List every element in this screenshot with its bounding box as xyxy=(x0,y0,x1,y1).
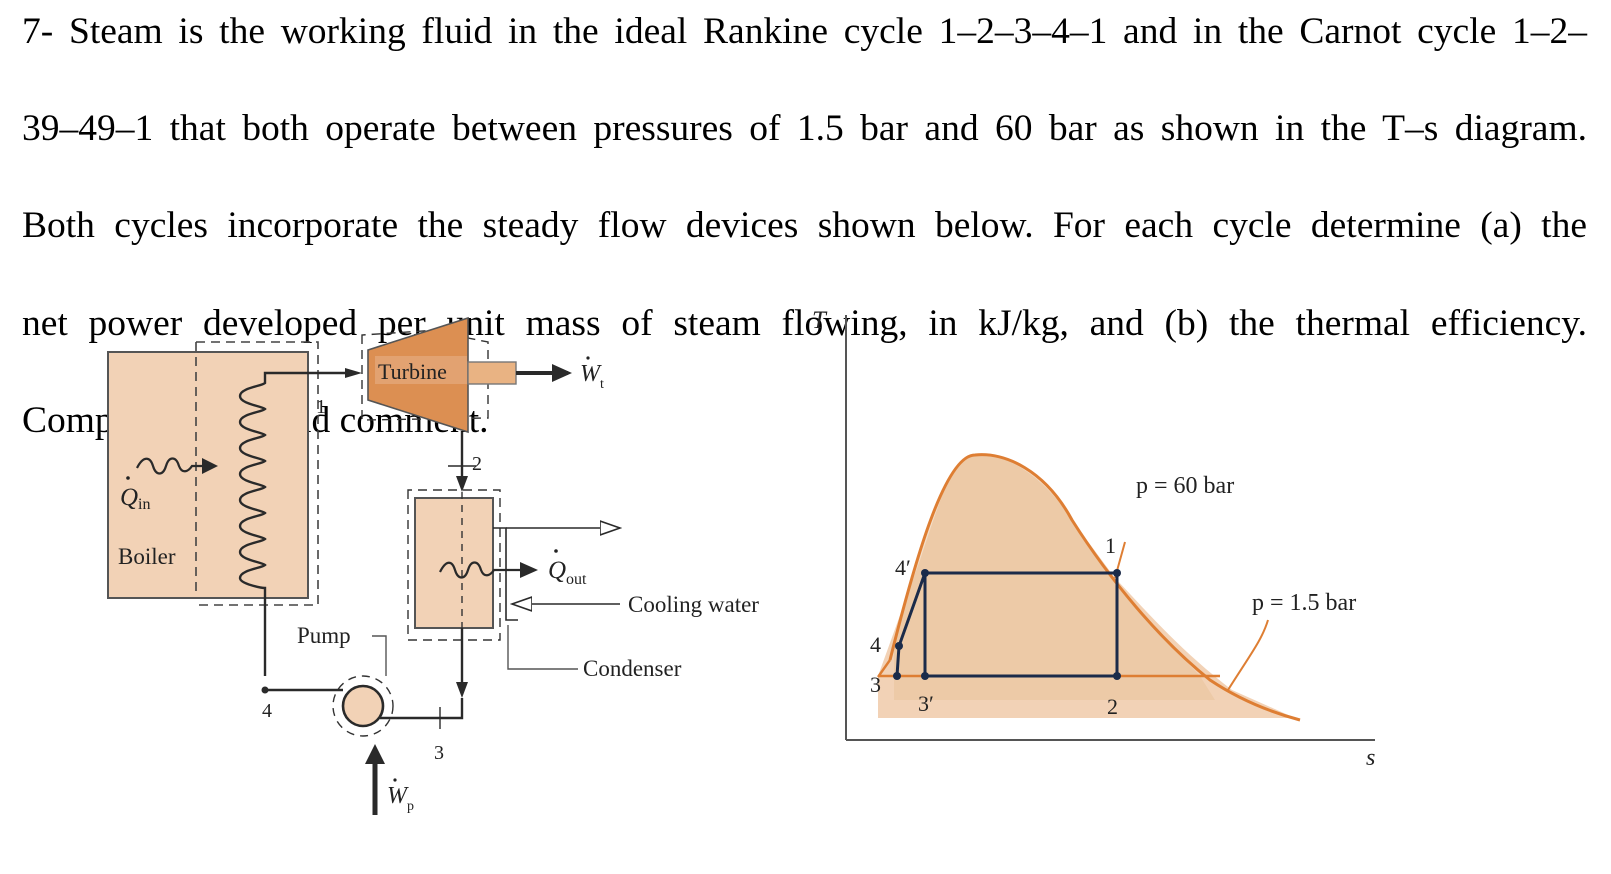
boiler-box xyxy=(107,351,309,599)
ts-label-3: 3 xyxy=(870,672,881,697)
point-1 xyxy=(1113,569,1121,577)
ts-label-4: 4 xyxy=(870,632,881,657)
cycle-schematic: 1 Q in Boiler Turbine W t 2 Q out xyxy=(107,316,759,815)
wt-arrow xyxy=(552,364,572,382)
state-1-label: 1 xyxy=(316,396,326,418)
problem-line-4: net power developed per unit mass of ste… xyxy=(22,302,1587,344)
problem-line-2: 39–49–1 that both operate between pressu… xyxy=(22,108,1587,150)
t-axis-label: T xyxy=(812,307,828,334)
s-axis-label: s xyxy=(1366,745,1375,771)
wp-label: W xyxy=(387,783,409,809)
ts-label-1: 1 xyxy=(1105,533,1116,558)
point-4prime xyxy=(921,569,929,577)
wt-subscript: t xyxy=(600,377,604,392)
point-3prime xyxy=(921,672,929,680)
condenser-control-volume xyxy=(407,489,501,641)
pressure-high-label: p = 60 bar xyxy=(1136,473,1234,499)
state-4-label: 4 xyxy=(262,700,272,722)
state-3-label: 3 xyxy=(434,742,444,764)
boiler-control-volume xyxy=(195,341,319,606)
boiler-label: Boiler xyxy=(118,544,176,569)
wt-label: W xyxy=(580,361,602,387)
ts-label-2: 2 xyxy=(1107,694,1118,719)
boiler-coil xyxy=(238,371,355,676)
ts-label-3prime: 3′ xyxy=(918,691,934,716)
condenser-label: Condenser xyxy=(583,656,682,681)
point-3 xyxy=(893,672,901,680)
qout-arrow xyxy=(439,561,522,579)
condenser-box xyxy=(414,497,494,629)
qout-label: Q xyxy=(548,557,566,584)
ts-label-4prime: 4′ xyxy=(895,555,911,580)
qin-arrow xyxy=(136,457,206,475)
pump-body xyxy=(341,684,385,728)
pressure-low-label: p = 1.5 bar xyxy=(1252,590,1356,616)
qin-label: Q xyxy=(120,484,138,511)
turbine-label: Turbine xyxy=(378,359,447,384)
ts-diagram: T s 1 2 3 4 3′ 4′ p = 60 bar p = 1.5 bar xyxy=(812,307,1375,771)
vapor-dome-fill xyxy=(894,454,1215,700)
state-2-label: 2 xyxy=(472,453,482,475)
flow-arrow-to-turbine xyxy=(345,368,362,378)
qin-subscript: in xyxy=(138,496,150,513)
wp-arrow xyxy=(365,744,385,764)
problem-line-3: Both cycles incorporate the steady flow … xyxy=(22,205,1587,247)
saturation-dome xyxy=(888,453,1301,722)
point-4 xyxy=(895,642,903,650)
pump-label: Pump xyxy=(297,623,351,648)
point-2 xyxy=(1113,672,1121,680)
pump-control-volume xyxy=(332,675,394,737)
turbine-shaft xyxy=(467,361,517,385)
wp-subscript: p xyxy=(407,799,414,814)
problem-line-1: 7- Steam is the working fluid in the ide… xyxy=(22,11,1587,52)
cooling-water-label: Cooling water xyxy=(628,592,759,617)
carnot-cycle xyxy=(923,571,1119,678)
qout-subscript: out xyxy=(566,571,587,588)
isobar-1.5bar-leader xyxy=(1227,619,1269,691)
